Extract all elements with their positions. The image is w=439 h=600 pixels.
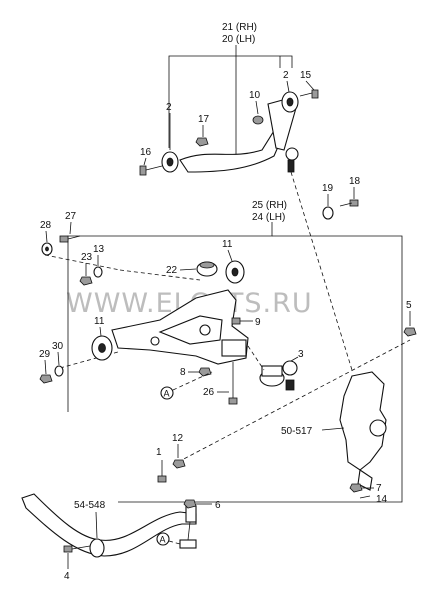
callout-15: 15: [300, 70, 312, 81]
stabilizer-bar: [21, 493, 197, 558]
upper-bushing-rear: [281, 91, 299, 113]
callout-10: 10: [249, 90, 261, 101]
callout-2-right: 2: [283, 70, 289, 81]
reference-marker-a-lower: A: [156, 532, 170, 546]
label-upper-arm-lh: 20 (LH): [222, 34, 255, 45]
bolt-1: [157, 460, 167, 483]
label-upper-arm-rh: 21 (RH): [222, 22, 257, 33]
washer-28: [41, 242, 53, 256]
callout-1: 1: [156, 447, 162, 458]
svg-text:A: A: [164, 389, 170, 399]
washer-30: [54, 365, 64, 377]
lower-ball-joint-3: [259, 360, 298, 391]
callout-12: 12: [172, 433, 184, 444]
callout-14: 14: [376, 494, 388, 505]
nut-29: [39, 374, 53, 384]
callout-11-top: 11: [222, 239, 233, 250]
callout-9: 9: [255, 317, 261, 328]
upper-control-arm: [179, 97, 299, 173]
callout-7: 7: [376, 483, 382, 494]
lower-arm-frame-right: [118, 235, 403, 503]
callout-11-left: 11: [94, 316, 105, 327]
label-lower-arm-lh: 24 (LH): [252, 212, 285, 223]
reference-marker-a-upper: A: [160, 386, 174, 400]
lower-bushing-rear: [225, 260, 245, 284]
nut-7: [349, 483, 363, 493]
callout-28: 28: [40, 220, 52, 231]
washer-19: [322, 206, 334, 220]
nut-23: [79, 276, 93, 286]
lower-arm-frame-left: [67, 222, 273, 412]
bolt-18: [339, 199, 359, 207]
svg-text:A: A: [160, 535, 166, 545]
bolt-16: [139, 165, 163, 176]
upper-arm-bracket: [168, 55, 293, 148]
lower-bushing-front: [91, 335, 113, 361]
callout-18: 18: [349, 176, 361, 187]
nut-6: [183, 499, 197, 509]
bolt-26: [228, 362, 238, 405]
bump-stopper-22: [196, 261, 218, 277]
callout-30: 30: [52, 341, 64, 352]
steering-knuckle: [339, 371, 387, 491]
callout-16: 16: [140, 147, 152, 158]
callout-5: 5: [406, 300, 412, 311]
label-knuckle-reference: 50-517: [281, 426, 313, 437]
callout-27: 27: [65, 211, 77, 222]
label-stabilizer-reference: 54-548: [74, 500, 106, 511]
cotter-pin-14: [359, 495, 371, 499]
nut-10: [252, 115, 264, 125]
nut-5: [403, 327, 417, 337]
bolt-15: [299, 89, 319, 99]
label-lower-arm-rh: 25 (RH): [252, 200, 287, 211]
nut-17: [195, 137, 209, 147]
callout-4: 4: [64, 571, 70, 582]
callout-19: 19: [322, 183, 334, 194]
washer-13: [93, 266, 103, 278]
callout-8: 8: [180, 367, 186, 378]
callout-13: 13: [93, 244, 105, 255]
nut-12: [172, 459, 186, 469]
upper-balljoint-dashed-line: [290, 171, 353, 371]
callout-3: 3: [298, 349, 304, 360]
callout-26: 26: [203, 387, 215, 398]
upper-bushing-front: [161, 151, 179, 173]
callout-29: 29: [39, 349, 51, 360]
bolt-9: [231, 317, 244, 325]
callout-17: 17: [198, 114, 210, 125]
callout-6: 6: [215, 500, 221, 511]
callout-23: 23: [81, 252, 93, 263]
callout-22: 22: [166, 265, 178, 276]
bolt-27: [59, 235, 81, 243]
lower-control-arm: [111, 289, 249, 365]
bolt-4: [63, 545, 91, 553]
callout-2-left: 2: [166, 102, 172, 113]
